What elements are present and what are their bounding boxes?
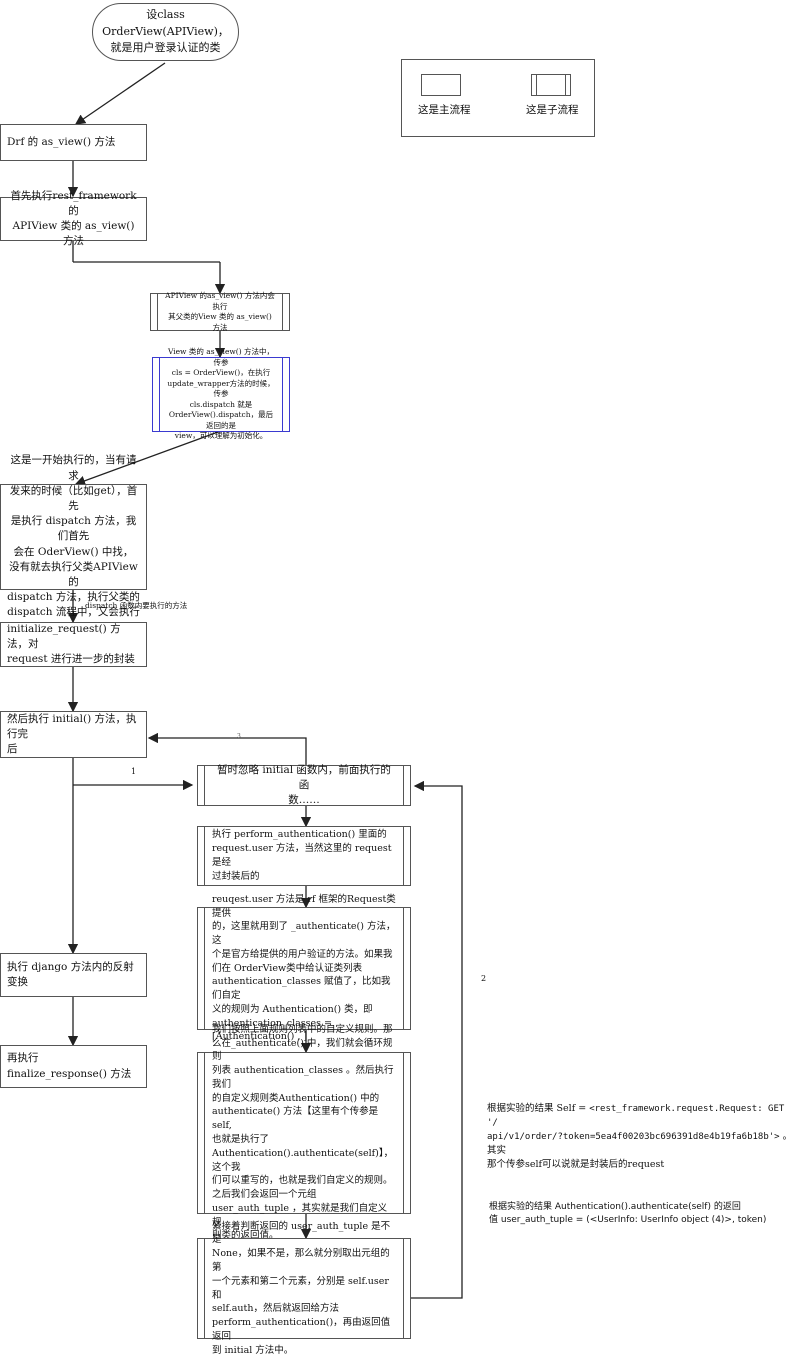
note-self-code: <rest_framework.request.Request: GET '/ … xyxy=(487,1104,785,1143)
label-three: 3 xyxy=(237,733,241,740)
node-tuple-check: 紧接着判断返回的 user_auth_tuple 是不是 None，如果不是，那… xyxy=(197,1220,411,1356)
node-view-as-view-text: View 类的 as_view() 方法中，传参 cls = OrderView… xyxy=(167,347,275,441)
node-perform-authentication: 执行 perform_authentication() 里面的 request.… xyxy=(197,826,411,886)
legend-sub-swatch xyxy=(531,74,571,96)
node-initial: 然后执行 initial() 方法，执行完 后 xyxy=(0,711,147,758)
arrow-view-to-dispatch xyxy=(74,431,219,486)
node-parent-as-view: APIView 的as_view() 方法内会执行 其父类的View 类的 as… xyxy=(150,291,290,332)
node-ignore-initial: 暂时忽略 initial 函数内，前面执行的函 数…… xyxy=(197,763,411,807)
node-apiview-as-view: 首先执行rest_framework 的 APIView 类的 as_view(… xyxy=(0,190,147,247)
node-initialize-request: initialize_request() 方法，对 request 进行进一步的… xyxy=(0,622,147,667)
node-drf-as-view: Drf 的 as_view() 方法 xyxy=(0,124,147,161)
node-dispatch: 这是一开始执行的，当有请求 发来的时候（比如get），首先 是执行 dispat… xyxy=(0,454,147,618)
node-ignore-initial-text: 暂时忽略 initial 函数内，前面执行的函 数…… xyxy=(217,763,391,807)
note-auth-result: 根据实验的结果 Authentication().authenticate(se… xyxy=(489,1202,767,1226)
node-view-as-view: View 类的 as_view() 方法中，传参 cls = OrderView… xyxy=(152,347,290,441)
arrow-tuple-loop-back xyxy=(411,780,463,1299)
label-one: 1 xyxy=(131,767,137,776)
node-authenticate-loop-text: 我们按照上面规则列表中的自定义规则。那 么在_authenticate() 中，… xyxy=(212,1024,394,1242)
legend-sub-label: 这是子流程 xyxy=(526,104,579,116)
node-request-user: reuqest.user 方法是 rf 框架的Request类提供 的，这里就用… xyxy=(197,893,411,1043)
arrow-ignore-back-to-initial xyxy=(147,732,307,765)
node-perform-authentication-text: 执行 perform_authentication() 里面的 request.… xyxy=(212,829,392,882)
node-authenticate-loop: 我们按照上面规则列表中的自定义规则。那 么在_authenticate() 中，… xyxy=(197,1024,411,1242)
node-request-user-text: reuqest.user 方法是 rf 框架的Request类提供 的，这里就用… xyxy=(212,893,396,1043)
arrow-start-to-asview xyxy=(74,62,166,125)
note-self-prefix: 根据实验的结果 Self = xyxy=(487,1103,590,1114)
node-django-reflect: 执行 django 方法内的反射变换 xyxy=(0,953,147,997)
node-finalize-response: 再执行 finalize_response() 方法 xyxy=(0,1045,147,1088)
legend-main-swatch xyxy=(421,74,461,96)
legend: 这是主流程 这是子流程 xyxy=(401,59,595,137)
start-node: 设class OrderView(APIView)， 就是用户登录认证的类 xyxy=(92,3,239,61)
legend-main-label: 这是主流程 xyxy=(418,104,471,116)
note-self-suffix: 。 其实 那个传参self可以说就是封装后的request xyxy=(487,1131,793,1170)
label-dispatch-inner: dispatch 函数内要执行的方法 xyxy=(85,601,188,610)
label-two: 2 xyxy=(481,974,487,983)
node-parent-as-view-text: APIView 的as_view() 方法内会执行 其父类的View 类的 as… xyxy=(165,291,275,332)
note-self-result: 根据实验的结果 Self = <rest_framework.request.R… xyxy=(487,1102,799,1172)
node-tuple-check-text: 紧接着判断返回的 user_auth_tuple 是不是 None，如果不是，那… xyxy=(212,1220,391,1356)
